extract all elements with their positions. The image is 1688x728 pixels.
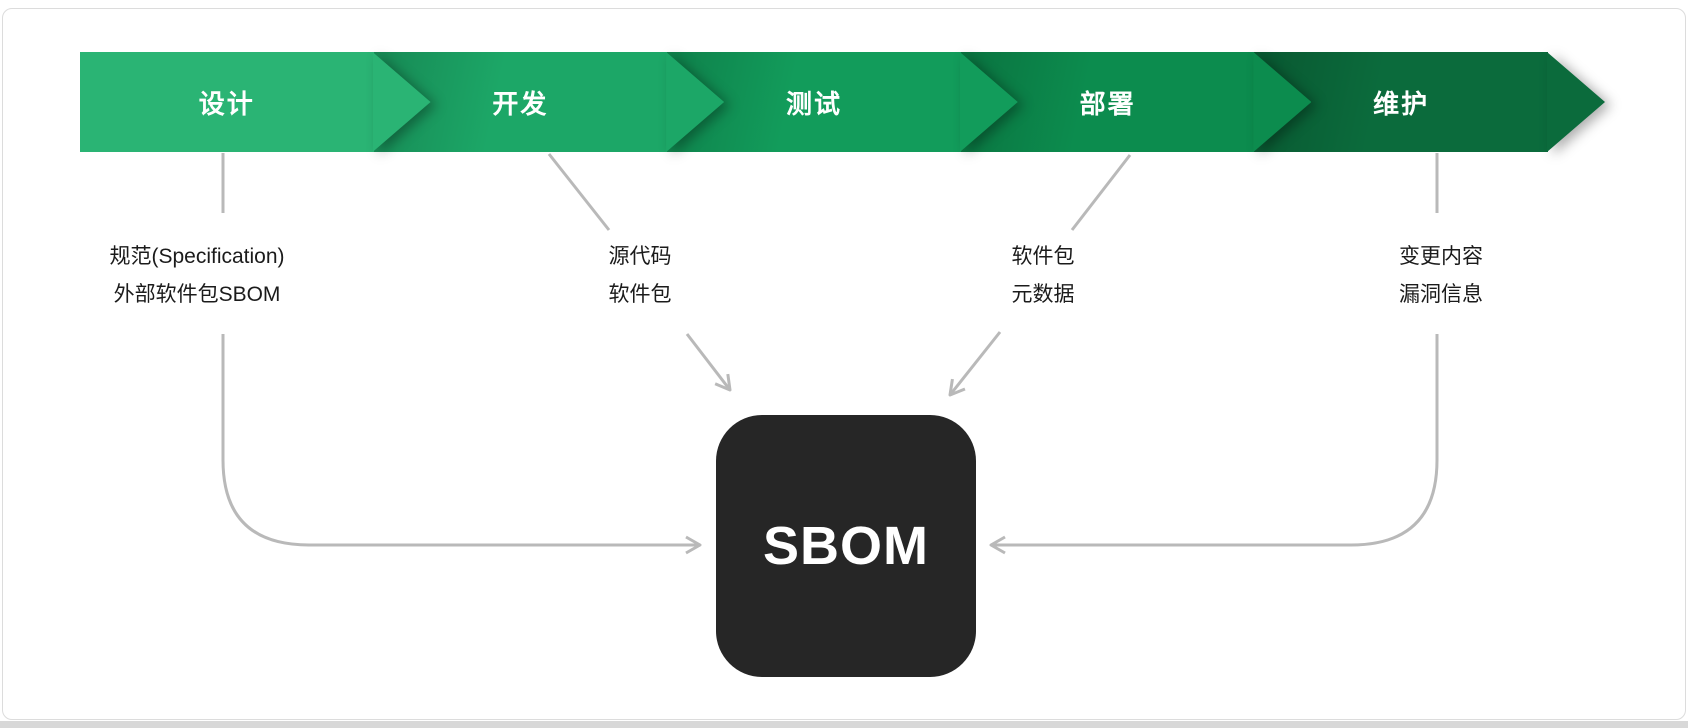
annotation-maintenance-line-2: 漏洞信息 [1399, 283, 1483, 306]
annotation-deployment: 软件包 元数据 [883, 238, 1203, 314]
connector-maintenance [989, 153, 1439, 555]
sbom-node: SBOM [716, 415, 976, 677]
sdlc-pipeline-band: 设计 开发 测试 部署 维护 [80, 52, 1605, 152]
sbom-label: SBOM [763, 516, 929, 576]
annotation-deployment-line-2: 元数据 [1011, 283, 1075, 306]
annotation-maintenance: 变更内容 漏洞信息 [1281, 238, 1601, 314]
stage-deployment-label: 部署 [1079, 88, 1136, 119]
annotation-development-line-1: 源代码 [608, 245, 672, 268]
annotation-design: 规范(Specification) 外部软件包SBOM [37, 238, 357, 314]
annotation-development: 源代码 软件包 [480, 238, 800, 314]
annotation-design-line-1: 规范(Specification) [109, 245, 285, 268]
annotation-maintenance-line-1: 变更内容 [1399, 245, 1483, 268]
stage-deployment-arrow-tip [1253, 52, 1312, 152]
annotation-design-line-2: 外部软件包SBOM [113, 283, 281, 306]
annotation-deployment-line-1: 软件包 [1011, 245, 1075, 268]
page-bottom-edge [0, 721, 1688, 728]
stage-development: 开发 [373, 52, 668, 152]
stage-development-label: 开发 [492, 88, 549, 119]
stage-design-label: 设计 [198, 88, 255, 119]
stage-design: 设计 [80, 52, 374, 152]
stage-development-arrow-tip [666, 52, 725, 152]
stage-maintenance-label: 维护 [1373, 88, 1430, 119]
stage-testing-arrow-tip [959, 52, 1018, 152]
stage-maintenance-arrow-tip [1547, 52, 1605, 152]
diagram-card: 设计 开发 测试 部署 维护 规范(Specification) 外部软件包SB… [2, 8, 1686, 720]
annotation-development-line-2: 软件包 [608, 283, 672, 306]
connector-design [221, 153, 702, 555]
stage-testing-label: 测试 [785, 88, 842, 119]
stage-design-arrow-tip [372, 52, 431, 152]
